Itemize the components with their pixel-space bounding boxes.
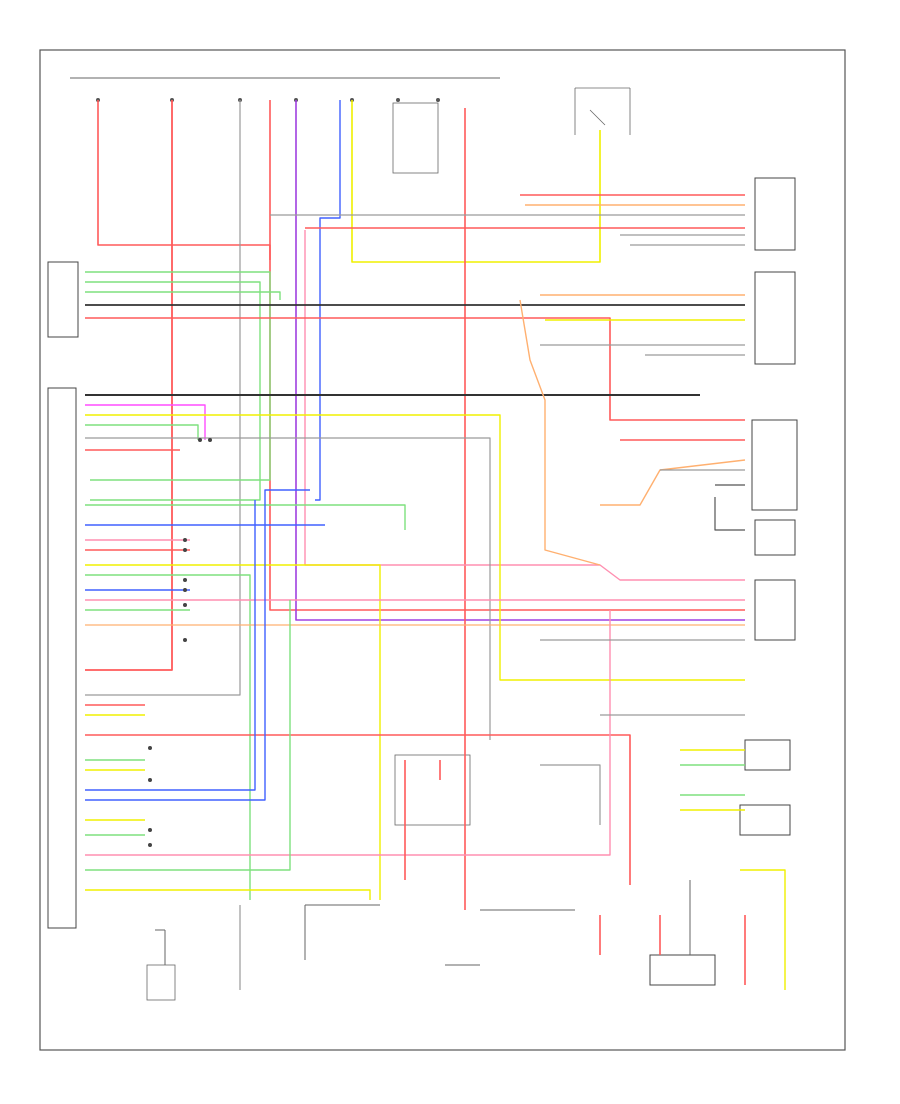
wire-red-2 <box>85 317 745 421</box>
wire-violet <box>295 100 745 621</box>
wire-dark-2 <box>714 497 745 531</box>
wire-red-fuse1 <box>97 100 271 260</box>
junction-dot <box>148 778 152 782</box>
wire-yellow-2 <box>85 414 745 681</box>
junction-dot <box>183 638 187 642</box>
wire-red-long <box>269 100 745 611</box>
wire-yellow-10 <box>740 869 786 990</box>
wire-pink-mid <box>304 230 745 581</box>
central-locking-module-box <box>47 387 77 929</box>
wire-yellow-top <box>351 100 601 263</box>
wire-green-4 <box>85 424 199 440</box>
right-component-7 <box>739 804 791 836</box>
diagram-frame <box>39 49 846 1051</box>
wire-blue <box>315 100 341 501</box>
wire-green-6 <box>85 574 251 900</box>
wire-gray-6 <box>540 764 601 825</box>
junction-dot <box>208 438 212 442</box>
wire-green-1 <box>85 271 271 481</box>
junction-dot <box>148 843 152 847</box>
wire-green-2 <box>85 281 261 501</box>
junction-dot <box>148 746 152 750</box>
wire-blue-5 <box>85 489 310 801</box>
wire-pink-4 <box>85 610 611 856</box>
junction-dot <box>183 603 187 607</box>
junction-dot <box>183 588 187 592</box>
junction-dot <box>183 578 187 582</box>
junction-dot <box>183 548 187 552</box>
right-component-2 <box>754 271 796 365</box>
wire-yellow-3 <box>85 564 381 900</box>
bottom-component-right <box>649 954 716 986</box>
wire-green-10 <box>85 600 291 871</box>
junction-dot <box>198 438 202 442</box>
wire-green-3 <box>85 291 281 300</box>
right-component-4 <box>754 519 796 556</box>
wire-gray-2 <box>85 437 491 740</box>
door-lock-switch-box <box>394 754 471 826</box>
right-component-5 <box>754 579 796 641</box>
junction-dot <box>183 538 187 542</box>
wires <box>85 100 786 990</box>
wire-magenta <box>85 404 206 440</box>
junction-dots <box>148 438 212 847</box>
right-component-3 <box>751 419 798 511</box>
bottom-connectors <box>146 880 691 1001</box>
wire-red-6 <box>85 734 631 885</box>
wire-orange-4 <box>600 459 746 506</box>
wire-green-5 <box>85 504 406 530</box>
wire-gray-fuse3 <box>85 100 241 696</box>
fuse-panel-top <box>70 77 631 174</box>
left-connector-box <box>47 261 79 338</box>
wire-blue-4 <box>85 500 256 791</box>
wire-red-fuse2 <box>85 100 173 671</box>
wire-yellow-7 <box>85 889 371 900</box>
wire-orange-3 <box>519 299 601 566</box>
right-component-1 <box>754 177 796 251</box>
right-component-6 <box>744 739 791 771</box>
junction-dot <box>148 828 152 832</box>
